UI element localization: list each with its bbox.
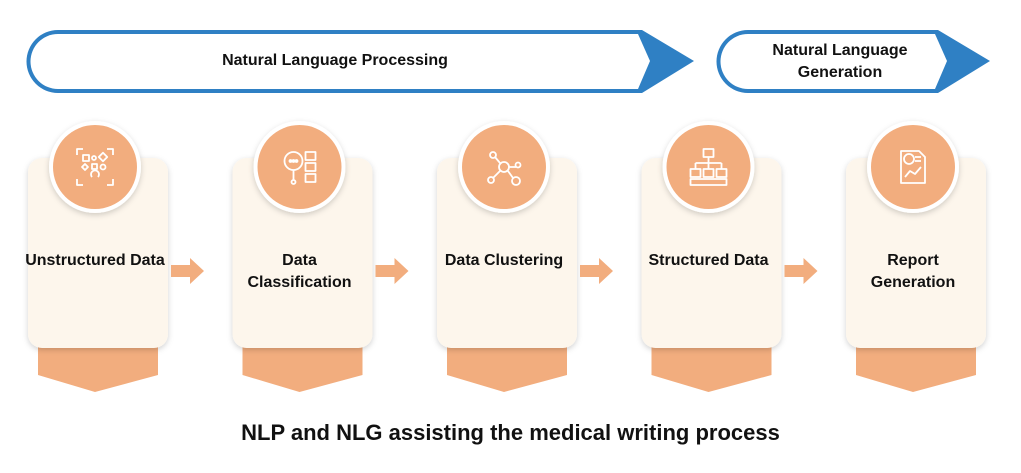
- step-label: Report Generation: [870, 252, 956, 291]
- cluster-network-icon: [487, 151, 522, 186]
- banner-nlp: [26, 30, 695, 93]
- step-label: Structured Data: [648, 252, 769, 269]
- arrow-right-icon: [375, 258, 409, 284]
- classification-icon: [283, 151, 317, 185]
- card-body: [232, 158, 373, 348]
- banner-nlg: [716, 30, 990, 93]
- arrow-right-icon: [580, 258, 613, 284]
- caption: NLP and NLG assisting the medical writin…: [241, 420, 780, 445]
- unstructured-shapes-icon: [76, 148, 114, 186]
- hierarchy-icon: [689, 148, 728, 186]
- arrow-right-icon: [171, 258, 204, 284]
- card-body: [641, 158, 782, 348]
- card-body: [437, 158, 577, 348]
- card-body: [846, 158, 986, 348]
- banner-nlg-label: Natural Language Generation: [772, 42, 908, 81]
- report-chart-icon: [900, 150, 926, 184]
- step-label: Unstructured Data: [25, 252, 165, 269]
- step-card-5: [846, 121, 986, 392]
- banner-nlp-label: Natural Language Processing: [222, 52, 448, 69]
- arrow-right-icon: [784, 258, 818, 284]
- step-label: Data Clustering: [444, 252, 564, 269]
- step-card-1: [28, 121, 204, 392]
- step-card-3: [437, 121, 613, 392]
- step-label: Data Classification: [247, 252, 352, 291]
- card-body: [28, 158, 168, 348]
- step-card-2: [232, 121, 409, 392]
- step-card-4: [641, 121, 818, 392]
